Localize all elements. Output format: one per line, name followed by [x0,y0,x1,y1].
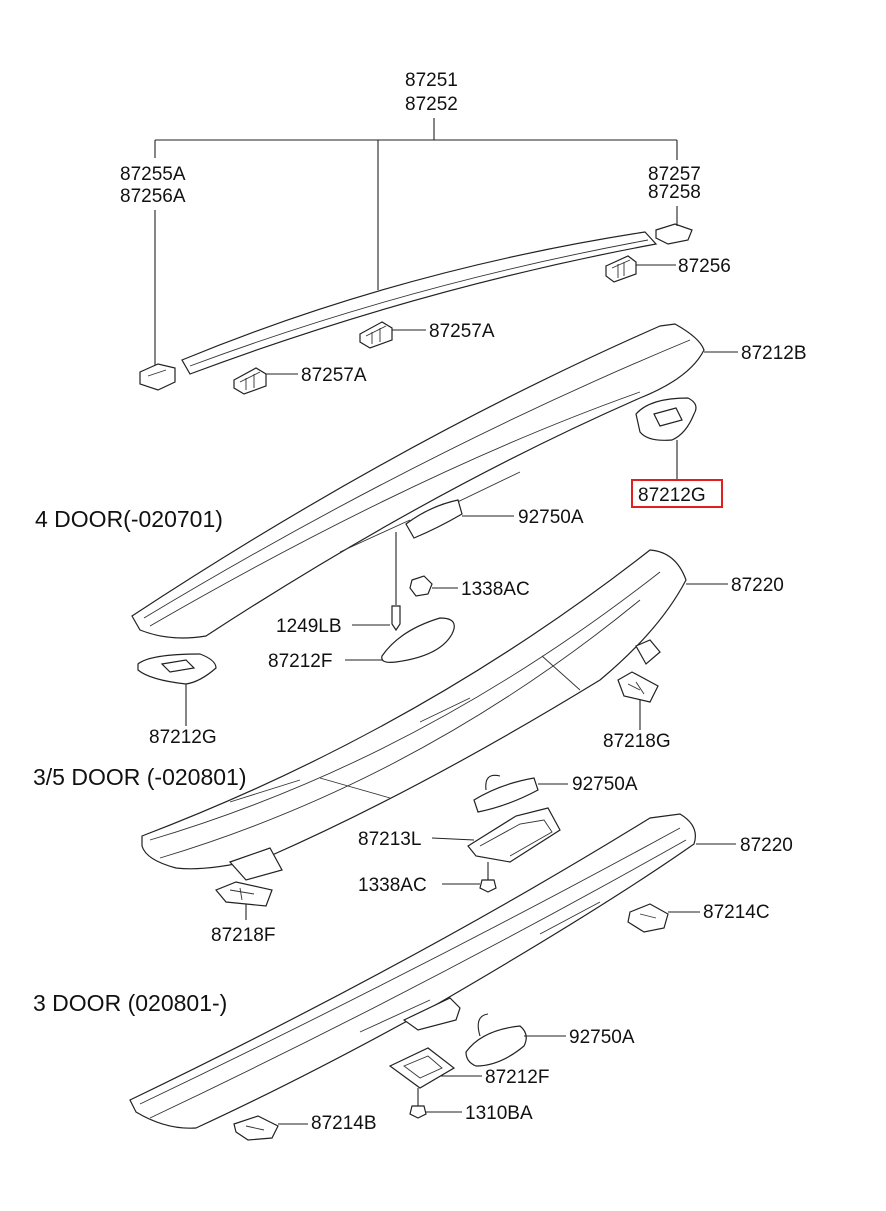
label-1338AC-35door: 1338AC [358,875,427,896]
spoiler-3-5-door [141,549,728,920]
label-87257: 87257 [648,164,701,185]
label-87218F: 87218F [211,925,275,946]
part-labels: 87251 87252 87255A 87256A 87257 87258 87… [120,70,807,1134]
label-87257A-upper: 87257A [429,321,495,342]
label-87257A-lower: 87257A [301,365,367,386]
section-4-door: 4 DOOR(-020701) [35,506,223,532]
label-92750A-35door: 92750A [572,774,638,795]
label-1310BA: 1310BA [465,1103,533,1124]
label-87252: 87252 [405,94,458,115]
label-1338AC-4door: 1338AC [461,579,530,600]
label-87220-3door: 87220 [740,835,793,856]
label-87212G-highlighted[interactable]: 87212G [638,485,706,506]
label-92750A-4door: 92750A [518,507,584,528]
label-87212F-4door: 87212F [268,651,332,672]
label-87255A: 87255A [120,164,186,185]
section-3-5-door: 3/5 DOOR (-020801) [33,764,246,790]
label-87212F-3door: 87212F [485,1067,549,1088]
label-87256: 87256 [678,256,731,277]
label-87212G-lower: 87212G [149,727,217,748]
spoiler-3-door [129,813,736,1141]
label-87218G: 87218G [603,731,671,752]
label-87214B: 87214B [311,1113,377,1134]
label-92750A-3door: 92750A [569,1027,635,1048]
label-87258: 87258 [648,182,701,203]
label-87220-35door: 87220 [731,575,784,596]
spoiler-4-door [131,323,738,726]
label-87213L: 87213L [358,829,421,850]
label-87212B: 87212B [741,343,807,364]
label-87256A: 87256A [120,186,186,207]
section-labels: 4 DOOR(-020701) 3/5 DOOR (-020801) 3 DOO… [33,506,246,1016]
highlight-box-87212G [631,479,723,508]
label-87214C: 87214C [703,902,770,923]
label-1249LB: 1249LB [276,616,342,637]
section-3-door: 3 DOOR (020801-) [33,990,227,1016]
top-molding-assembly [139,118,693,395]
label-87251: 87251 [405,70,458,91]
